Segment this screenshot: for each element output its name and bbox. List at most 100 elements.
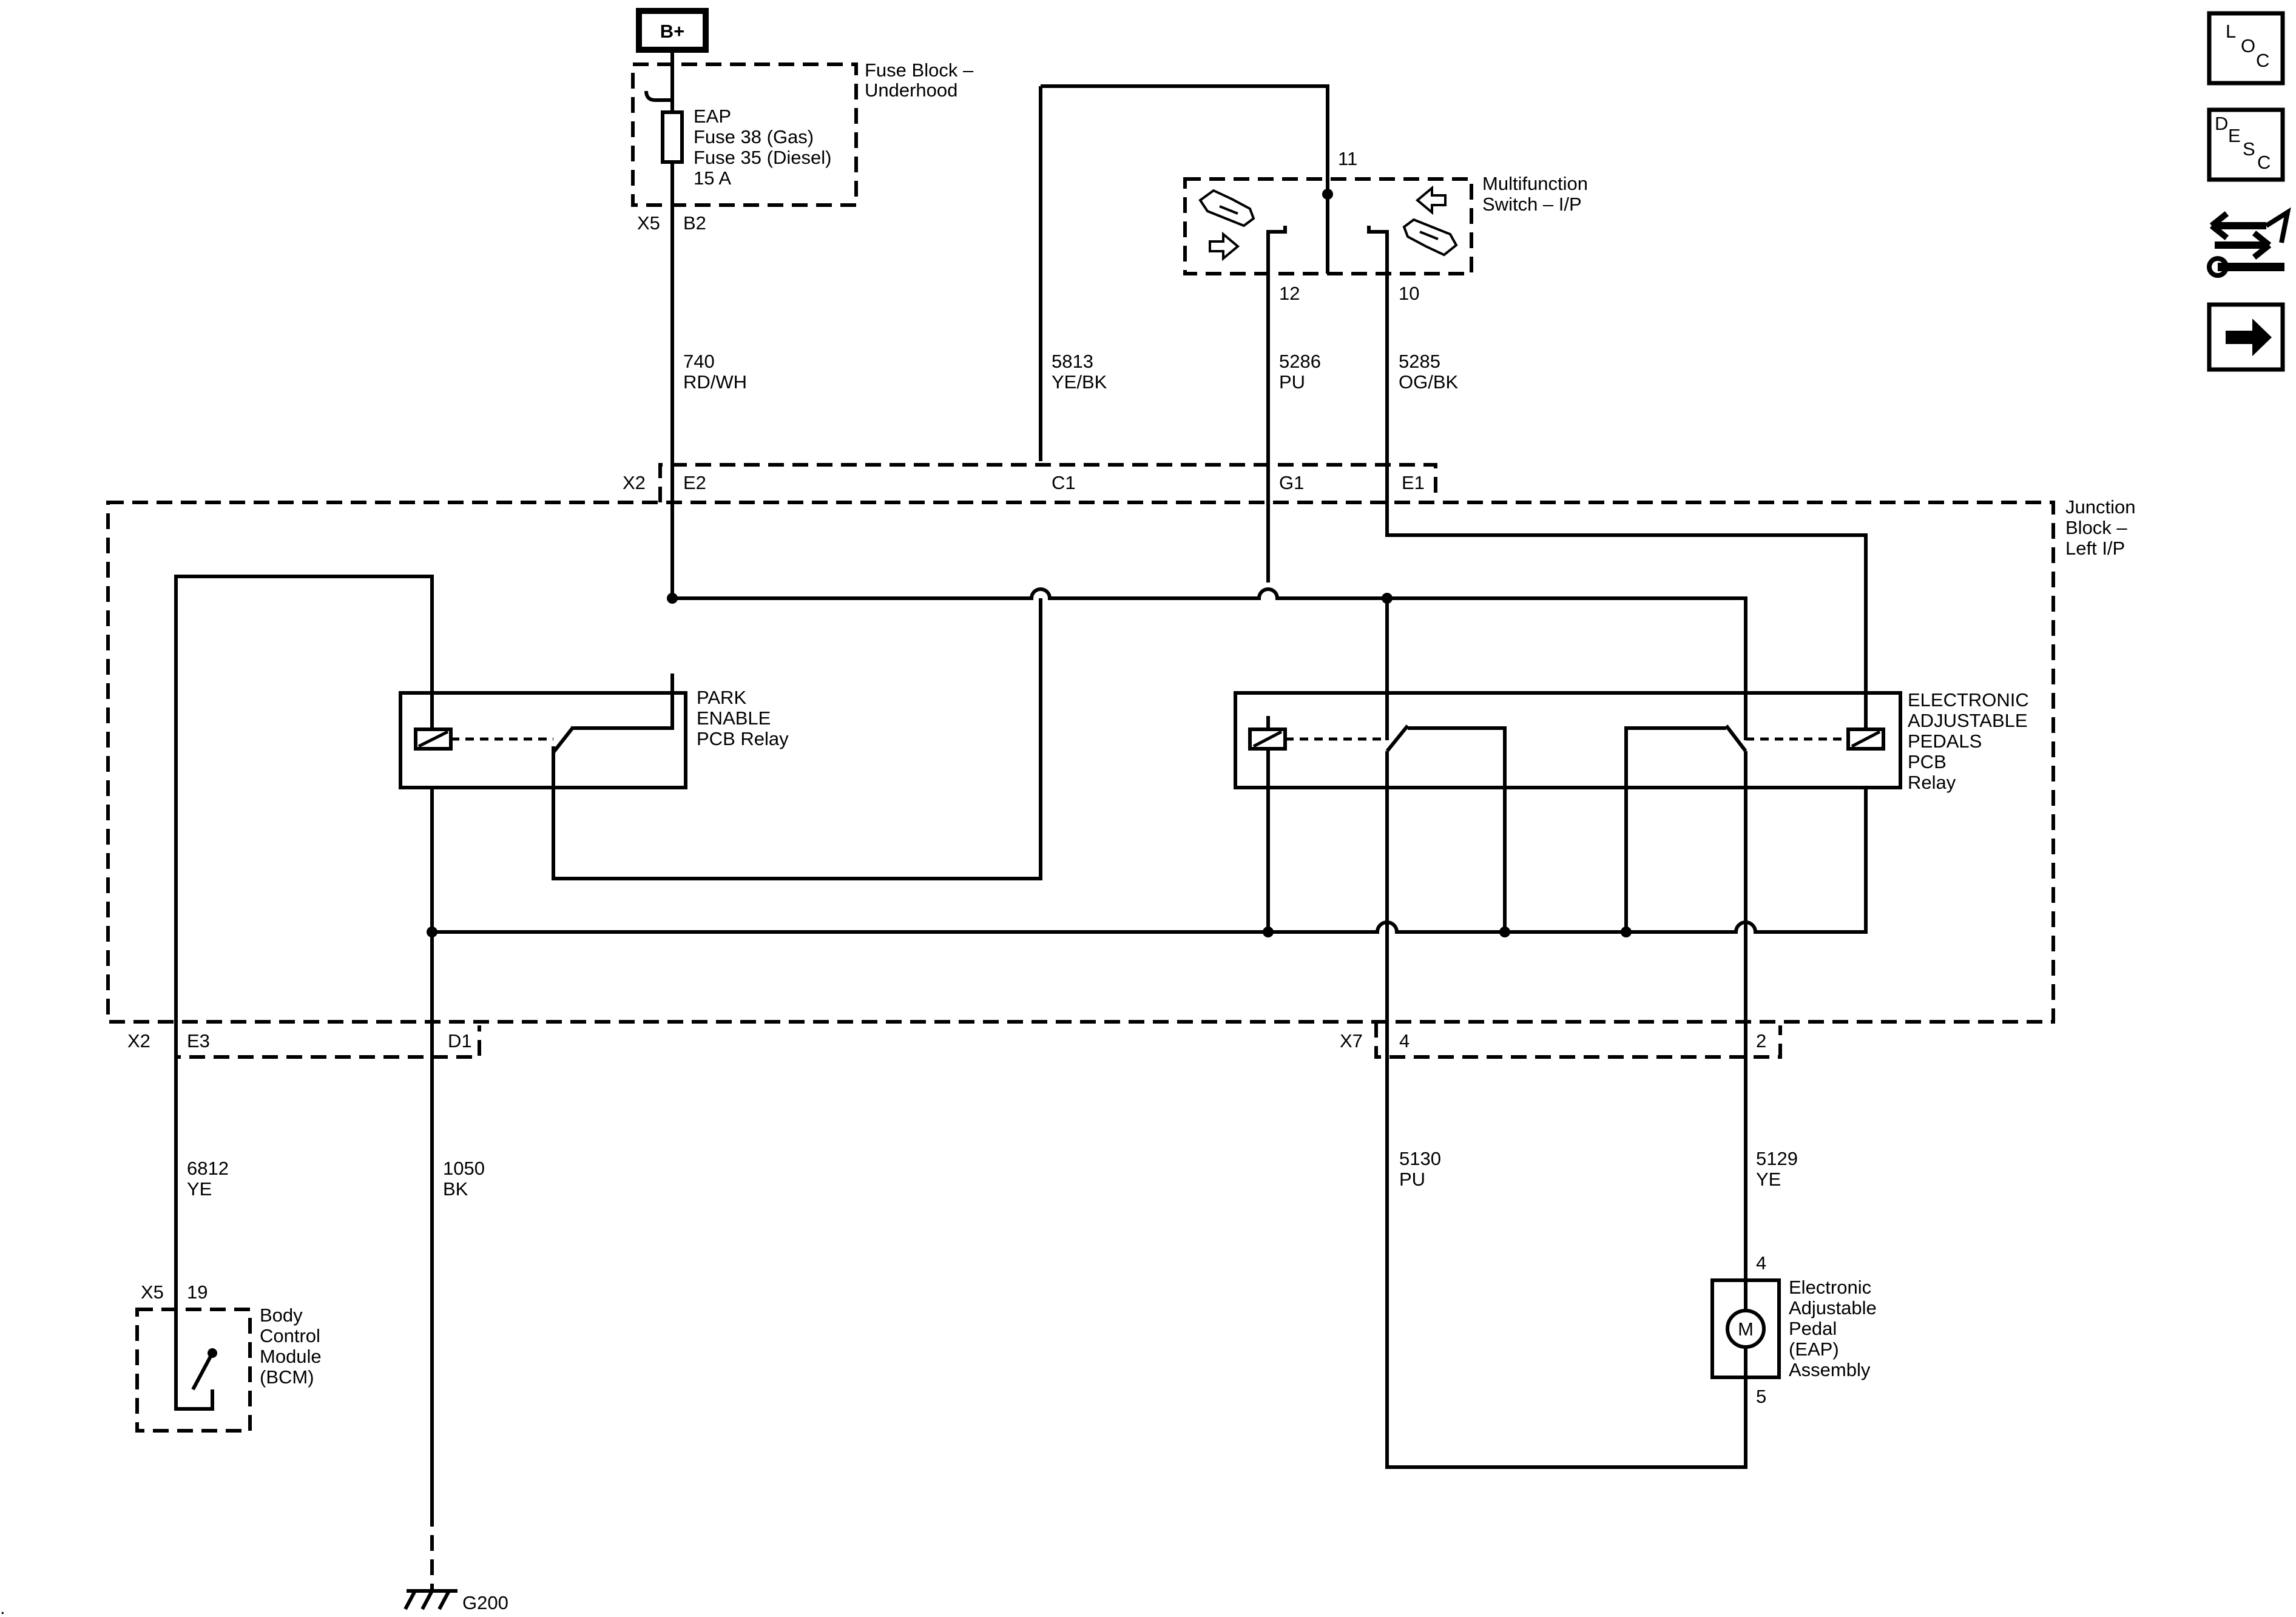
electronic-adjustable-pedal-assembly: M 4 5 Electronic Adjustable Pedal (EAP) … [1710,1252,1877,1407]
wire-5129-circuit: 5129 [1756,1148,1798,1169]
eap-relay-name-4: PCB [1908,751,1947,772]
wire-740-circuit: 740 [683,351,715,372]
ground-label: G200 [462,1592,508,1613]
desc-letter-s: S [2243,138,2255,160]
bcm-signal-wire [174,575,434,1057]
fuse-block-underhood: Fuse Block – Underhood EAP Fuse 38 (Gas)… [631,59,974,234]
bcm-name-1: Body [260,1305,303,1326]
eap-pin-5: 5 [1756,1386,1766,1407]
x2-top-pin-e2: E2 [683,472,706,493]
bcm-name-3: Module [260,1346,322,1367]
wire-1050-color: BK [443,1178,468,1200]
fuse-label-1: EAP [694,106,731,127]
wire-5130-circuit: 5130 [1399,1148,1441,1169]
eap-name-3: Pedal [1789,1318,1837,1339]
wire-5286-circuit: 5286 [1279,351,1321,372]
motor-symbol: M [1738,1318,1754,1340]
hand-pointer-left-icon [1198,189,1255,228]
multifunction-switch-name-1: Multifunction [1482,173,1588,194]
fuse-block-connector: X5 [637,212,660,234]
desc-button[interactable]: D E S C [2207,107,2285,182]
corner-mark: . [0,1597,5,1617]
fuse-block-name-1: Fuse Block – [865,59,974,81]
bcm-pin: 19 [187,1281,208,1303]
x2-bottom-pin-e3: E3 [187,1030,210,1052]
junction-block-left-ip: Junction Block – Left I/P X2 E2 C1 G1 E1… [106,463,2135,1059]
fuse-block-name-2: Underhood [865,79,957,101]
battery-supply-label: B+ [660,21,685,42]
eap-relay-name-5: Relay [1908,772,1956,793]
desc-letter-c: C [2257,152,2271,173]
x2-top-pin-c1: C1 [1052,472,1076,493]
park-relay-name-3: PCB Relay [697,728,789,749]
wire-5813-color: YE/BK [1052,371,1107,393]
electronic-adjustable-pedals-pcb-relay: ELECTRONIC ADJUSTABLE PEDALS PCB Relay [1234,689,2029,932]
bcm-name-2: Control [260,1325,320,1346]
fuse-label-2: Fuse 38 (Gas) [694,126,814,147]
arrow-right-outline-icon [1209,231,1240,262]
park-enable-pcb-relay: PARK ENABLE PCB Relay [399,687,789,789]
bcm-connector: X5 [141,1281,164,1303]
ground-g200: G200 [403,1511,508,1613]
wire-5813-circuit: 5813 [1052,351,1093,372]
fuse-icon [661,110,684,164]
eap-pin-4: 4 [1756,1252,1766,1274]
loc-letter-c: C [2256,50,2269,71]
eap-name-2: Adjustable [1789,1297,1877,1318]
junction-block-name-2: Block – [2065,517,2127,538]
x2-top-connector: X2 [623,472,646,493]
fuse-label-3: Fuse 35 (Diesel) [694,147,831,168]
wire-1050-circuit: 1050 [443,1158,485,1179]
wire-5285 [1385,274,1868,740]
wire-5129-color: YE [1756,1169,1781,1190]
multifunction-switch-pin-12: 12 [1279,283,1300,304]
desc-letter-e: E [2228,125,2241,146]
park-relay-name-1: PARK [697,687,746,708]
battery-supply: B+ [636,8,709,53]
body-control-module: X5 19 Body Control Module (BCM) [135,1281,322,1433]
hand-pointer-right-icon [1402,218,1458,257]
multifunction-switch-name-2: Switch – I/P [1482,194,1582,215]
relay-contact [552,726,575,754]
multifunction-switch-pin-10: 10 [1399,283,1419,304]
eap-name-4: (EAP) [1789,1338,1839,1360]
bcm-name-4: (BCM) [260,1366,314,1388]
eap-name-1: Electronic [1789,1277,1871,1298]
multifunction-switch-pin-11: 11 [1338,148,1357,169]
loc-letter-o: O [2241,35,2255,56]
arrow-right-icon [2226,319,2272,356]
eap-name-5: Assembly [1789,1359,1871,1380]
junction-block-name-3: Left I/P [2065,538,2125,559]
x2-bottom-pin-d1: D1 [448,1030,472,1052]
connector-repair-button[interactable] [2207,207,2291,278]
x7-bottom-pin-4: 4 [1399,1030,1410,1052]
wire-5286-color: PU [1279,371,1305,393]
bcm-switch-icon [191,1352,214,1391]
x2-top-pin-g1: G1 [1279,472,1304,493]
park-relay-name-2: ENABLE [697,707,771,729]
wire-5130-color: PU [1399,1169,1425,1190]
supply-bus [672,587,1747,740]
wire-5130 [1385,932,1747,1469]
x7-bottom-connector: X7 [1340,1030,1363,1052]
ground-bus [432,789,1868,934]
x2-bottom-connector: X2 [127,1030,150,1052]
wire-6812-color: YE [187,1178,212,1200]
fuse-block-bus [644,64,674,102]
x7-bottom-pin-2: 2 [1756,1030,1766,1052]
eap-relay-name-1: ELECTRONIC [1908,689,2029,711]
wire-740-color: RD/WH [683,371,747,393]
loc-letter-l: L [2226,21,2236,42]
next-button[interactable] [2207,302,2285,372]
fuse-label-4: 15 A [694,167,731,189]
junction-block-name-1: Junction [2065,496,2135,518]
desc-letter-d: D [2215,113,2228,134]
multifunction-switch: Multifunction Switch – I/P 11 12 10 [1041,84,1588,304]
eap-relay-name-2: ADJUSTABLE [1908,710,2028,731]
loc-button[interactable]: L O C [2207,11,2285,86]
wire-6812-circuit: 6812 [187,1158,229,1179]
arrow-left-outline-icon [1415,185,1447,215]
wire-5285-circuit: 5285 [1399,351,1440,372]
fuse-block-pin: B2 [683,212,706,234]
